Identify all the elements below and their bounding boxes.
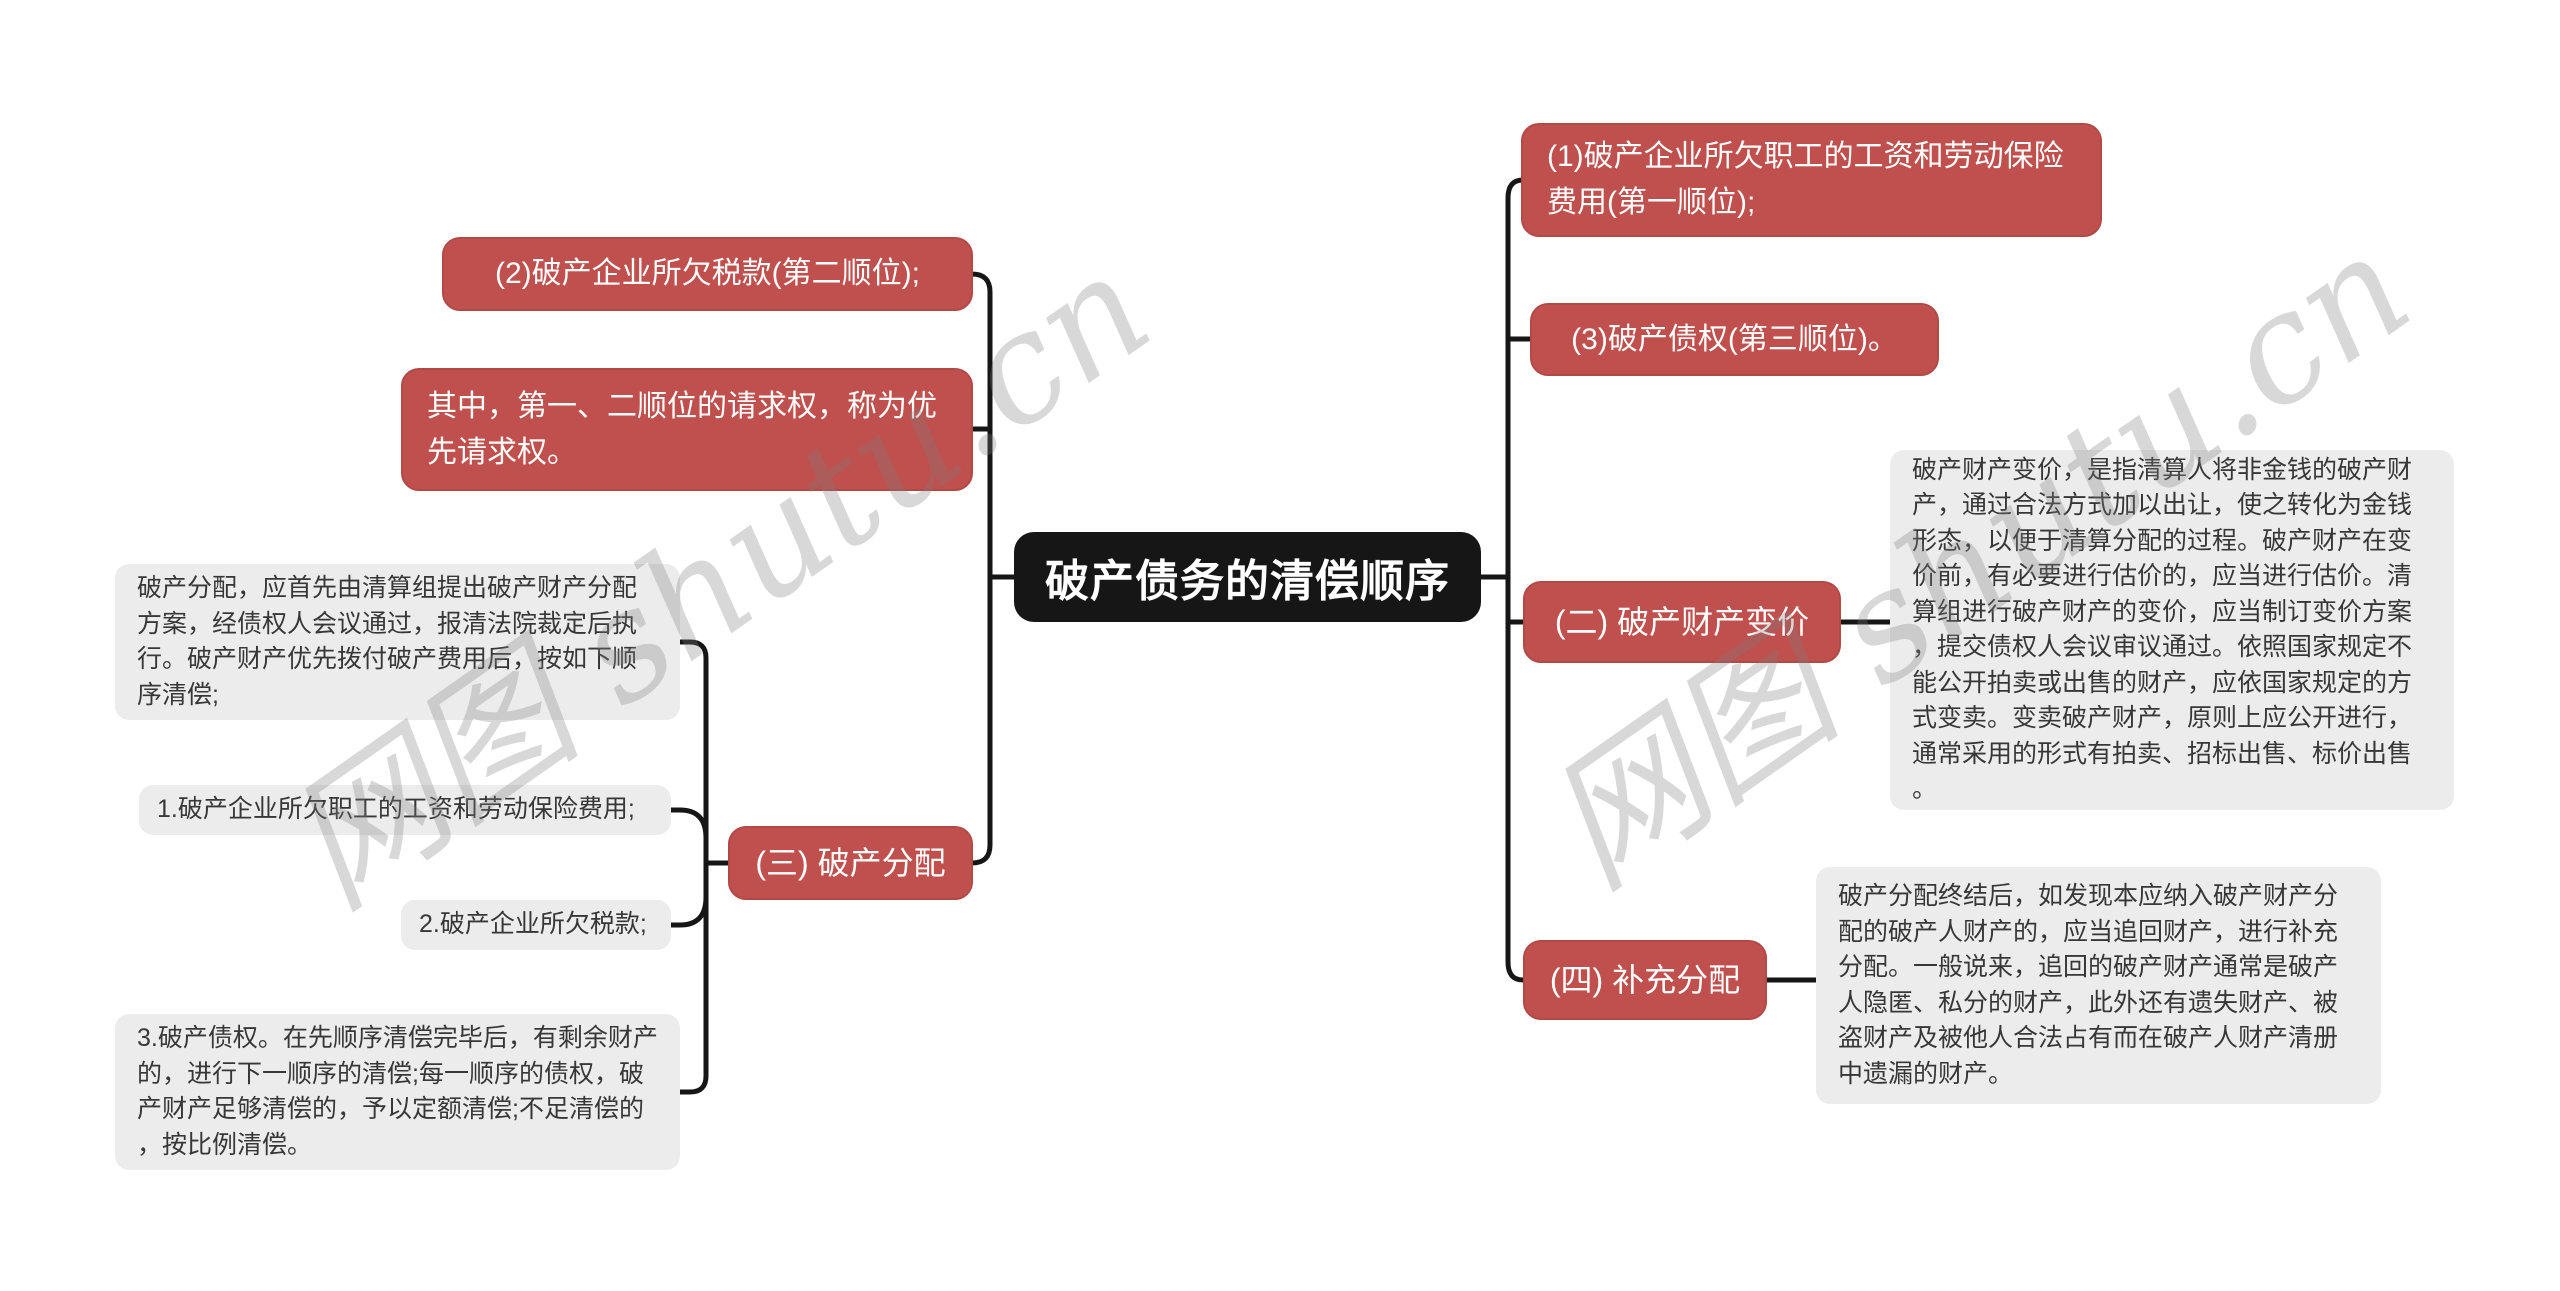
note-item2-taxes-owed: 2.破产企业所欠税款; [401, 900, 671, 950]
note-asset-valuation-detail: 破产财产变价，是指清算人将非金钱的破产财产，通过合法方式加以出让，使之转化为金钱… [1890, 450, 2454, 810]
note-distribution-intro: 破产分配，应首先由清算组提出破产财产分配方案，经债权人会议通过，报清法院裁定后执… [115, 564, 680, 720]
node-priority-claim-note: 其中，第一、二顺位的请求权，称为优先请求权。 [401, 368, 973, 491]
branch-node-3-distribution: (三) 破产分配 [728, 826, 973, 900]
node-order1-first-rank: (1)破产企业所欠职工的工资和劳动保险费用(第一顺位); [1521, 123, 2102, 237]
note-supplementary-distribution-detail: 破产分配终结后，如发现本应纳入破产财产分配的破产人财产的，应当追回财产，进行补充… [1816, 867, 2381, 1104]
node-order2-second-rank: (2)破产企业所欠税款(第二顺位); [442, 237, 973, 311]
note-item1-wages-insurance: 1.破产企业所欠职工的工资和劳动保险费用; [139, 785, 671, 835]
node-order3-third-rank: (3)破产债权(第三顺位)。 [1530, 303, 1939, 376]
note-item3-bankruptcy-claims: 3.破产债权。在先顺序清偿完毕后，有剩余财产的，进行下一顺序的清偿;每一顺序的债… [115, 1014, 680, 1170]
central-topic-node: 破产债务的清偿顺序 [1014, 532, 1481, 622]
branch-node-2-asset-valuation: (二) 破产财产变价 [1523, 581, 1841, 663]
branch-node-4-supplementary-distribution: (四) 补充分配 [1523, 940, 1767, 1020]
